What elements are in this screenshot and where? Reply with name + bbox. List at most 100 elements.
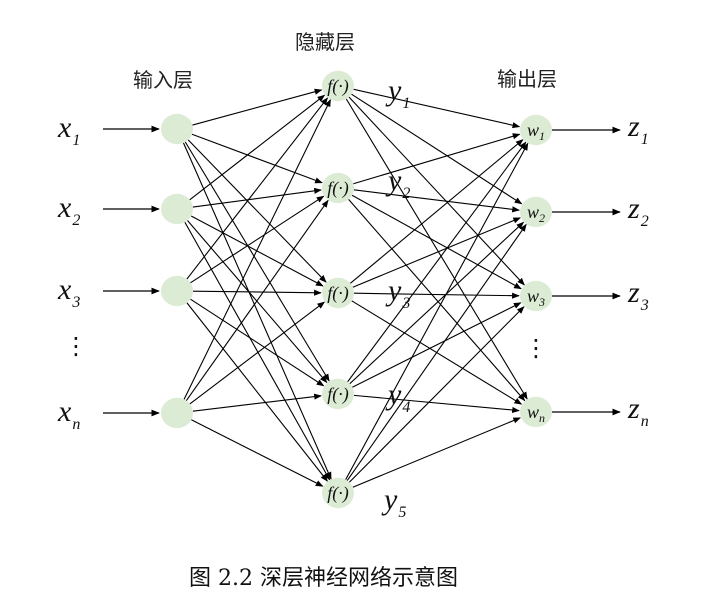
edge-input-4-hidden-4 (192, 393, 322, 412)
input-ellipsis: ⋮ (64, 332, 88, 360)
nodes (161, 70, 552, 509)
input-label-1-base: x (57, 111, 72, 144)
edge-input-2-hidden-1 (189, 94, 326, 201)
input-label-1-subscript: 1 (72, 132, 80, 149)
hidden-node-function-5: f(·) (327, 483, 349, 504)
output-node-1 (520, 114, 552, 146)
output-ellipsis: ⋮ (524, 334, 548, 362)
edge-input-4-hidden-2 (185, 199, 329, 401)
hidden-node-5 (322, 477, 354, 509)
hidden-node-function-4: f(·) (327, 384, 349, 405)
hidden-node-3 (322, 277, 354, 309)
output-label-1-base: z (627, 110, 640, 143)
edge-hidden-4-output-4 (353, 394, 520, 414)
edge-hidden-2-output-2 (353, 189, 520, 213)
output-node-weight-2-base: w (527, 202, 539, 222)
hidden-output-label-1-base: y (385, 74, 402, 107)
output-node-weight-4-base: w (527, 402, 539, 422)
input-label-2-base: x (57, 191, 72, 224)
edge-hidden-4-output-1 (347, 141, 527, 383)
input-label-3-subscript: 3 (71, 294, 80, 311)
output-node-3 (520, 280, 552, 312)
input-label-3: x3 (57, 273, 80, 311)
input-label-2-subscript: 2 (72, 212, 80, 229)
input-label-3-base: x (57, 273, 72, 306)
edge-input-1-hidden-2 (191, 133, 323, 184)
hidden-output-label-4: y4 (385, 378, 410, 416)
hidden-node-function-2: f(·) (327, 178, 349, 199)
edge-input-3-hidden-2 (190, 195, 325, 284)
hidden-node-function-1: f(·) (327, 76, 349, 97)
edge-input-1-hidden-1 (192, 88, 323, 126)
edge-hidden-5-output-2 (346, 223, 527, 481)
edge-hidden-1-output-3 (348, 96, 525, 286)
output-node-2 (520, 196, 552, 228)
output-node-weight-1-subscript: 1 (539, 129, 545, 143)
hidden-output-label-2-base: y (385, 164, 402, 197)
hidden-output-label-2-subscript: 2 (402, 185, 410, 202)
edge-hidden-1-output-4 (345, 98, 528, 400)
input-node-3 (161, 275, 193, 307)
hidden-output-label-5-subscript: 5 (398, 504, 406, 521)
output-node-weight-2: w2 (527, 202, 545, 225)
output-node-weight-4-subscript: n (539, 411, 545, 425)
output-label-1: z1 (627, 110, 649, 148)
output-label-3-base: z (627, 276, 640, 309)
edge-hidden-3-output-2 (352, 217, 521, 288)
edge-input-3-hidden-1 (186, 97, 328, 280)
edge-input-2-hidden-2 (192, 187, 322, 208)
hidden-layer-title: 隐藏层 (295, 30, 355, 54)
output-label-3: z3 (627, 276, 649, 314)
edge-hidden-2-output-4 (348, 199, 526, 402)
output-layer-title: 输出层 (497, 67, 557, 91)
edge-input-2-hidden-5 (184, 221, 331, 481)
output-node-4 (520, 396, 552, 428)
edge-input-4-hidden-5 (191, 419, 324, 487)
edge-hidden-2-output-1 (353, 133, 521, 185)
hidden-output-label-5: y5 (381, 483, 406, 521)
edge-input-1-hidden-4 (184, 141, 330, 382)
edge-hidden-5-output-4 (352, 417, 521, 488)
output-node-weight-4: wn (527, 402, 545, 425)
hidden-output-label-1: y1 (385, 74, 410, 112)
edge-input-3-hidden-3 (192, 289, 322, 296)
output-label-1-subscript: 1 (641, 131, 649, 148)
output-node-weight-3-base: w (527, 286, 539, 306)
input-label-4-subscript: n (72, 416, 80, 433)
edge-hidden-3-output-3 (353, 292, 520, 299)
hidden-node-4 (322, 378, 354, 410)
output-label-2-base: z (627, 192, 640, 225)
edge-hidden-4-output-3 (352, 302, 522, 388)
input-label-4: xn (57, 395, 80, 433)
hidden-output-label-4-base: y (385, 378, 402, 411)
output-label-4-subscript: n (641, 413, 649, 430)
edge-hidden-2-output-3 (351, 194, 522, 290)
hidden-output-label-3-base: y (385, 274, 402, 307)
edge-input-3-hidden-5 (186, 302, 328, 482)
edge-input-4-hidden-3 (189, 301, 325, 405)
edge-hidden-5-output-3 (348, 306, 525, 483)
input-label-4-base: x (57, 395, 72, 428)
edge-hidden-4-output-2 (349, 221, 525, 385)
output-node-weight-2-subscript: 2 (539, 211, 545, 225)
edge-hidden-5-output-1 (345, 142, 529, 480)
hidden-output-label-1-subscript: 1 (402, 95, 410, 112)
figure-caption: 图 2.2 深层神经网络示意图 (189, 566, 458, 591)
output-label-4-base: z (627, 392, 640, 425)
hidden-output-label-3-subscript: 3 (401, 295, 410, 312)
input-label-2: x2 (57, 191, 80, 229)
input-node-1 (161, 113, 193, 145)
output-label-3-subscript: 3 (640, 297, 649, 314)
edge-hidden-3-output-1 (350, 139, 524, 284)
edge-input-3-hidden-4 (190, 298, 325, 387)
edge-input-1-hidden-5 (182, 142, 332, 480)
input-node-2 (161, 193, 193, 225)
connections (103, 88, 621, 488)
hidden-node-1 (322, 70, 354, 102)
edge-input-1-hidden-3 (187, 139, 327, 283)
output-node-weight-1-base: w (527, 120, 539, 140)
output-node-weight-1: w1 (527, 120, 545, 143)
input-label-1: x1 (57, 111, 80, 149)
output-label-2: z2 (627, 192, 649, 230)
